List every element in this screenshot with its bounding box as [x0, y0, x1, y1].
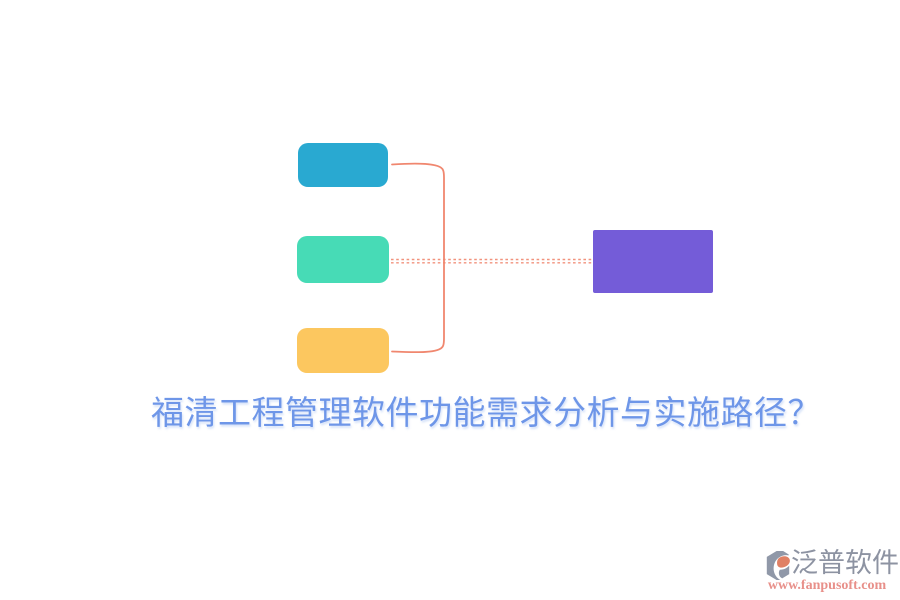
watermark-brand-text: 泛普软件: [791, 548, 899, 578]
bracket-connector: [391, 162, 445, 354]
logo-shell-left: [766, 551, 789, 580]
watermark: 泛普软件 www.fanpusoft.com: [757, 547, 899, 595]
branch-node-middle: [297, 236, 389, 283]
watermark-url-text: www.fanpusoft.com: [767, 578, 887, 593]
result-node: [593, 230, 713, 293]
logo-orange-leaf: [777, 556, 790, 568]
page-title: 福清工程管理软件功能需求分析与实施路径？: [151, 396, 821, 432]
fanpu-logo-icon: [766, 551, 790, 580]
branch-node-bottom: [297, 328, 389, 373]
logo-shell-bottom: [778, 565, 790, 579]
branch-node-top: [298, 143, 388, 187]
